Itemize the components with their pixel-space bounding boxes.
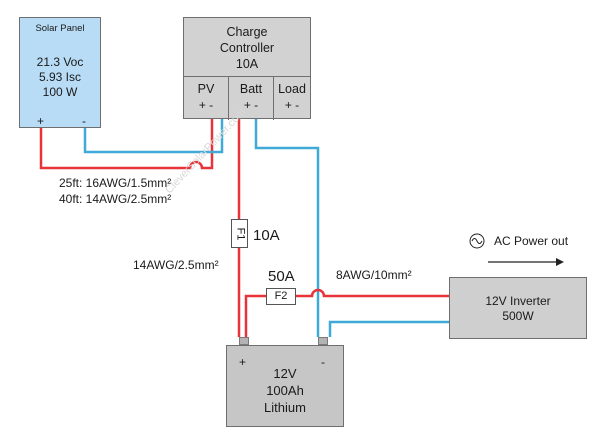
battery-voltage: 12V: [273, 366, 297, 381]
battery-plus-label: +: [239, 355, 247, 369]
charge-controller-title-1: Charge: [226, 25, 268, 39]
port-load-label: Load: [278, 82, 306, 96]
port-batt-label: Batt: [239, 82, 263, 96]
solar-panel-minus: -: [82, 114, 86, 128]
fuse-f1-rating: 10A: [253, 227, 280, 244]
fuse-f2-rating: 50A: [268, 268, 295, 285]
battery-chemistry: Lithium: [264, 400, 306, 415]
solar-panel-voc: 21.3 Voc: [36, 55, 84, 69]
pv-wire-40ft-label: 40ft: 14AWG/2.5mm²: [59, 192, 172, 206]
solar-panel-plus: +: [37, 114, 45, 128]
inverter-negative-wire: [328, 320, 449, 337]
port-pv: PV + -: [184, 76, 229, 120]
charge-controller: Charge Controller 10A PV + - Batt + - Lo…: [183, 17, 311, 120]
battery: + - 12V 100Ah Lithium: [226, 345, 344, 427]
port-pv-polarity: + -: [198, 98, 214, 112]
pv-negative-wire: [83, 118, 224, 154]
fuse-f1-label: F1: [234, 227, 247, 241]
battery-positive-terminal: [239, 337, 249, 345]
battery-capacity: 100Ah: [266, 383, 304, 398]
port-load: Load + -: [274, 76, 310, 120]
inverter-line-1: 12V Inverter: [485, 294, 551, 308]
inverter-wire-label: 8AWG/10mm²: [336, 268, 412, 282]
fuse-f1: F1: [231, 219, 248, 248]
pv-positive-wire: [39, 118, 214, 170]
ac-output-label: AC Power out: [494, 234, 569, 248]
port-batt: Batt + -: [229, 76, 274, 120]
port-load-polarity: + -: [284, 98, 300, 112]
batt-negative-wire: [254, 118, 320, 337]
port-pv-label: PV: [197, 82, 215, 96]
batt-wire-label: 14AWG/2.5mm²: [133, 258, 219, 272]
inverter-positive-wire: [244, 288, 449, 337]
battery-negative-terminal: [318, 337, 328, 345]
inverter: 12V Inverter 500W: [449, 277, 587, 339]
inverter-line-2: 500W: [502, 309, 534, 323]
solar-panel-power: 100 W: [42, 85, 78, 99]
charge-controller-title-2: Controller: [219, 41, 275, 55]
arrow-head: [556, 258, 564, 266]
battery-minus-label: -: [321, 355, 325, 369]
charge-controller-rating: 10A: [235, 57, 259, 71]
solar-panel-isc: 5.93 Isc: [38, 70, 82, 84]
fuse-f2: F2: [266, 288, 296, 305]
port-batt-polarity: + -: [243, 98, 259, 112]
ac-sine-icon: [469, 233, 485, 249]
pv-wire-25ft-label: 25ft: 16AWG/1.5mm²: [59, 176, 172, 190]
solar-panel: Solar Panel 21.3 Voc 5.93 Isc 100 W + -: [19, 17, 101, 128]
fuse-f2-label: F2: [274, 290, 288, 302]
solar-panel-title: Solar Panel: [35, 23, 85, 34]
